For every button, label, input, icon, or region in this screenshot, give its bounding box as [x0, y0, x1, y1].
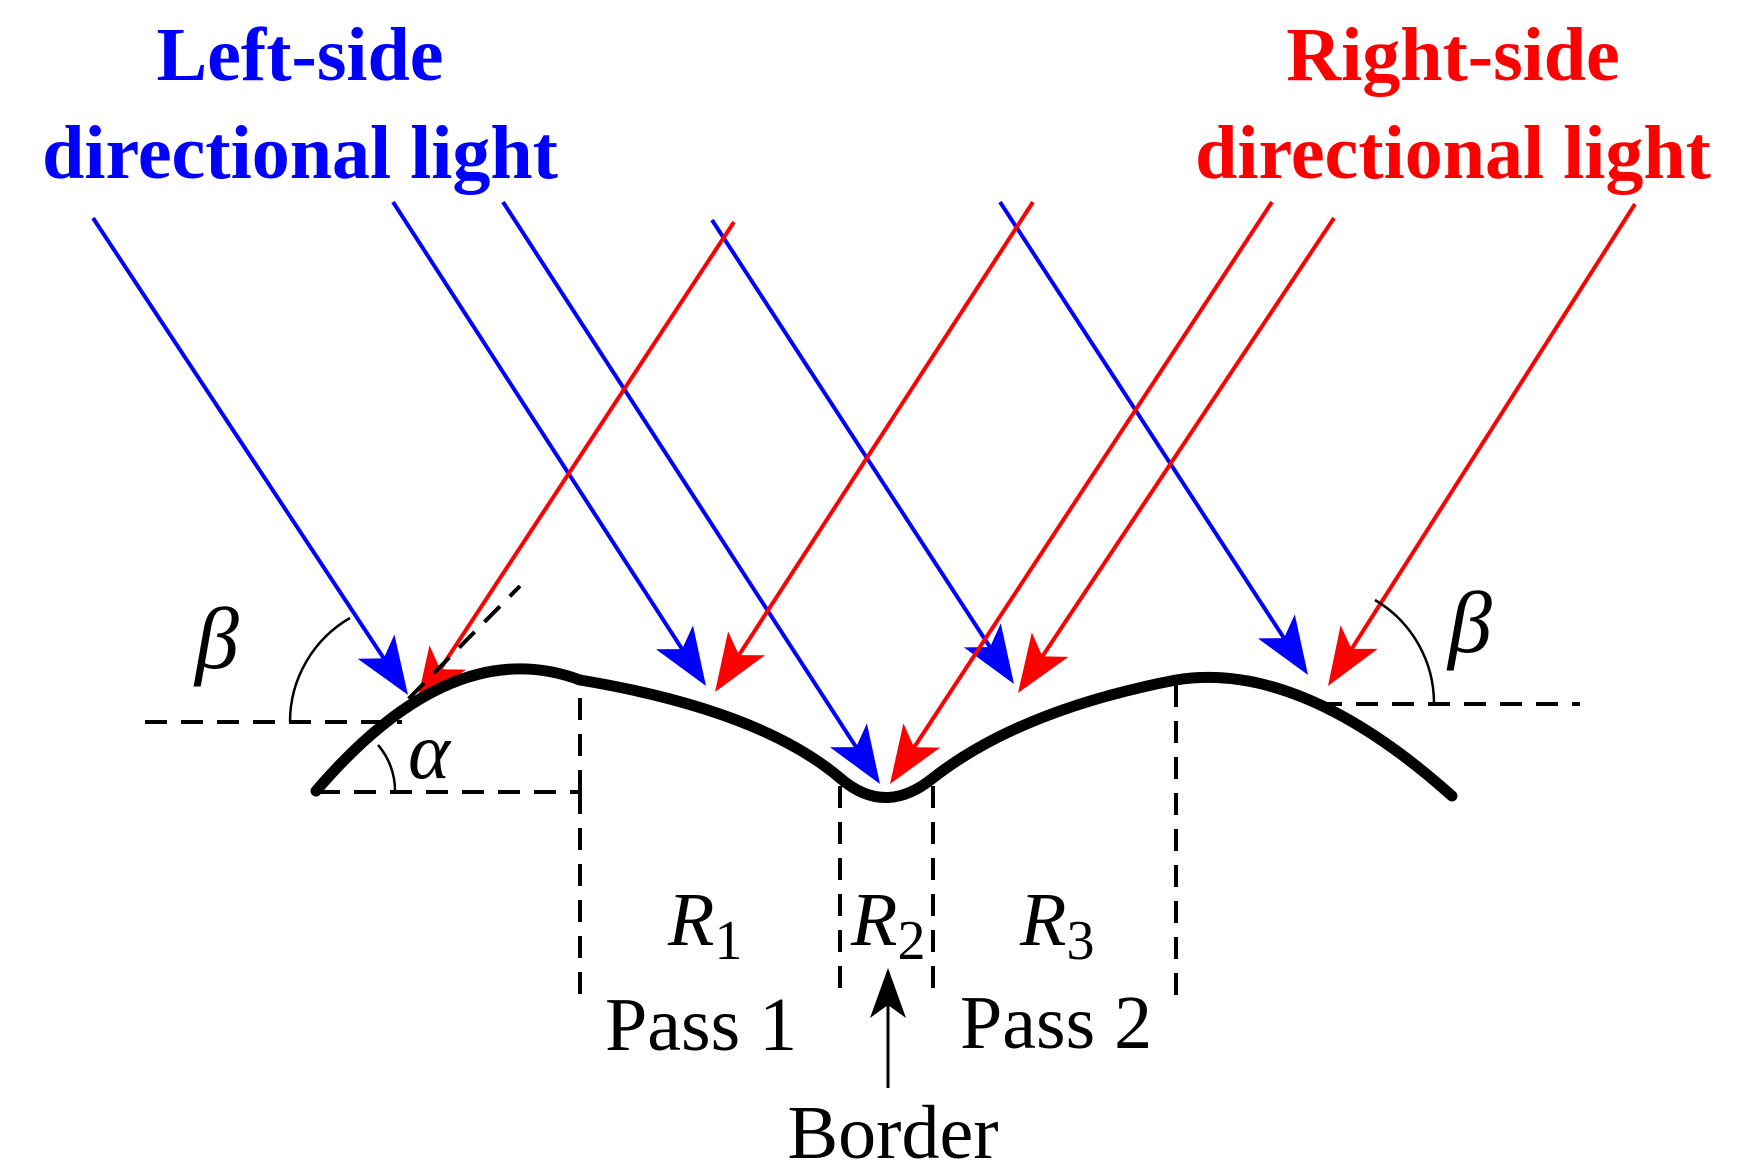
left-light-ray-2-arrowhead — [656, 625, 706, 686]
left-light-title-line1: Left-side — [156, 13, 443, 97]
right-light-ray-3-shaft — [912, 200, 1274, 749]
right-light-ray-5-shaft — [1349, 202, 1637, 650]
right-light-title-line1: Right-side — [1286, 13, 1620, 97]
region-r1-label: R1 — [667, 878, 742, 972]
dashed-guides — [145, 584, 1580, 1000]
left-light-ray-3-shaft — [501, 200, 858, 749]
border-label: Border — [787, 1091, 998, 1174]
pass2-label: Pass 2 — [960, 981, 1152, 1065]
left-light-ray-1-arrowhead — [357, 634, 408, 695]
pass1-label: Pass 1 — [605, 983, 797, 1067]
right-light-ray-1-shaft — [438, 220, 736, 671]
wavy-surface-curve — [310, 663, 1458, 803]
region-r1-letter: R — [667, 878, 714, 962]
region-r2-letter: R — [850, 878, 897, 962]
left-light-ray-2-shaft — [391, 200, 684, 651]
right-light-ray-2-shaft — [737, 200, 1035, 657]
light-rays — [91, 200, 1637, 784]
region-r1-subscript: 1 — [714, 910, 742, 972]
left-light-title-line2: directional light — [42, 111, 558, 195]
left-light-ray-1-shaft — [91, 216, 386, 660]
beta-right-symbol: β — [1446, 575, 1492, 672]
right-light-ray-5-arrowhead — [1328, 625, 1378, 686]
right-light-ray-3-arrowhead — [890, 723, 941, 784]
region-r2-label: R2 — [850, 878, 925, 972]
beta-right-angle-arc — [1374, 598, 1436, 705]
left-light-ray-4-shaft — [710, 218, 992, 649]
region-r2-subscript: 2 — [897, 910, 925, 972]
region-r3-subscript: 3 — [1066, 910, 1094, 972]
right-light-ray-4-shaft — [1040, 216, 1336, 658]
right-light-title-line2: directional light — [1195, 111, 1711, 195]
right-light-ray-2-arrowhead — [715, 631, 765, 692]
right-light-ray-4-arrowhead — [1018, 632, 1069, 693]
border-arrow-head — [870, 968, 906, 1018]
alpha-symbol: α — [408, 708, 452, 796]
left-light-ray-4-arrowhead — [963, 623, 1014, 684]
left-light-ray-5-shaft — [998, 200, 1286, 640]
beta-left-angle-arc — [288, 616, 351, 723]
region-r3-letter: R — [1019, 878, 1066, 962]
left-light-ray-5-arrowhead — [1257, 614, 1308, 675]
beta-left-symbol: β — [193, 591, 239, 688]
left-light-ray-3-arrowhead — [830, 723, 880, 784]
alpha-angle-arc — [377, 744, 397, 793]
region-r3-label: R3 — [1019, 878, 1094, 972]
